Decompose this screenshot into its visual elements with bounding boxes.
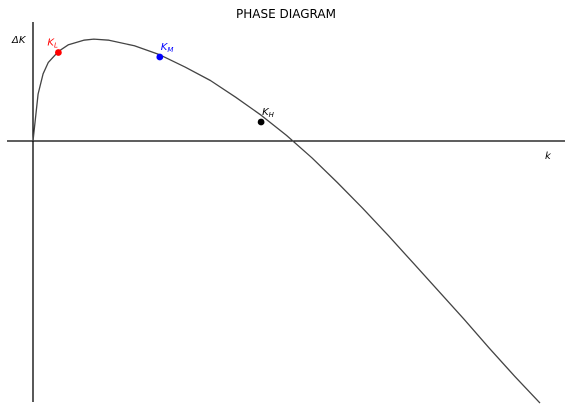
y-axis-label: ΔK xyxy=(11,35,27,46)
point-k-h xyxy=(257,118,265,126)
chart-title: PHASE DIAGRAM xyxy=(236,7,336,21)
x-axis-label: k xyxy=(545,151,552,162)
point-k-l xyxy=(55,49,62,56)
point-label-k-h: KH xyxy=(262,107,275,119)
point-label-k-m: KM xyxy=(161,42,174,54)
series-line-0 xyxy=(32,38,541,404)
series-layer xyxy=(32,38,541,404)
points-layer: KL KM KH xyxy=(47,38,275,126)
point-label-k-l: KL xyxy=(47,38,58,50)
point-k-m xyxy=(156,53,164,61)
